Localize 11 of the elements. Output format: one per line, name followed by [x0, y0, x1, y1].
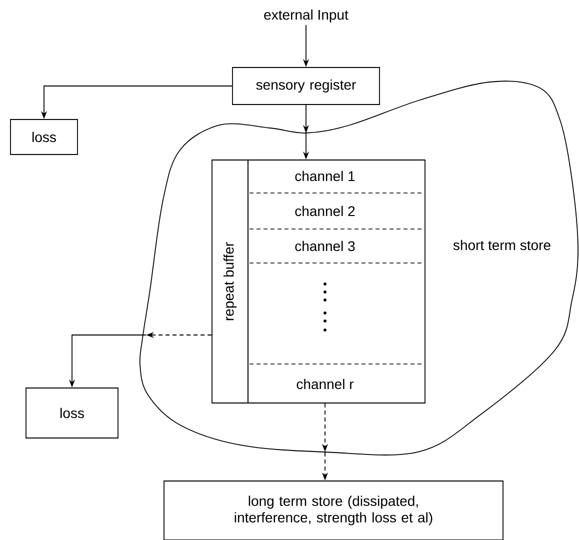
- channel-row: channel 1: [295, 170, 355, 182]
- channel-row: channel r: [296, 378, 354, 390]
- process-box: long term store (dissipated, interference, strength loss et al): [164, 480, 504, 540]
- channel-row: channel 3: [295, 240, 355, 252]
- process-box: loss: [10, 119, 78, 155]
- process-box: sensory register: [232, 67, 380, 105]
- channel-stack-box: [248, 160, 426, 404]
- buffer-box: repeat buffer: [212, 160, 248, 404]
- input-label: external Input: [264, 9, 348, 23]
- channel-row: channel 2: [295, 206, 355, 216]
- process-box: loss: [26, 388, 118, 438]
